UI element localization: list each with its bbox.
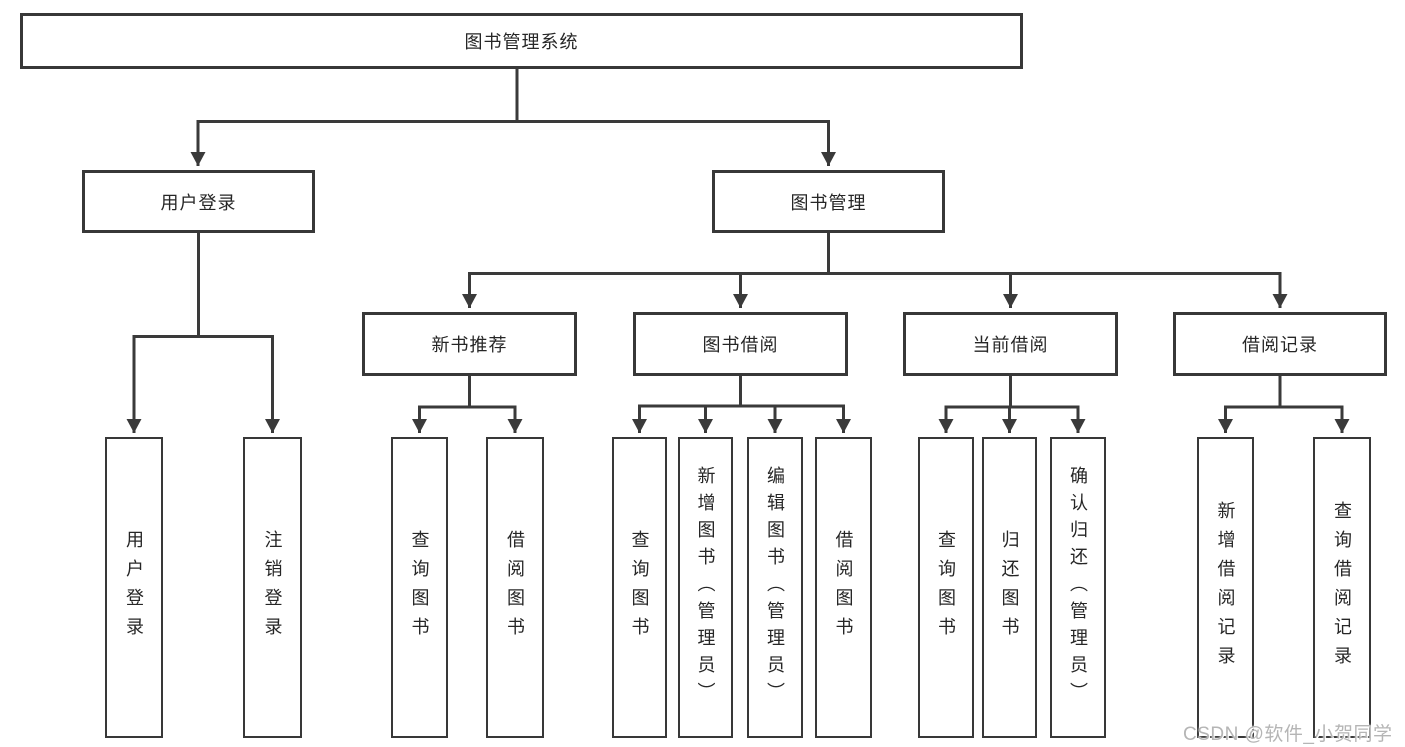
leaf-confirm-return-admin: 确认归还（管理员）: [1050, 437, 1106, 738]
node-borrowing-records: 借阅记录: [1173, 312, 1387, 376]
leaf-query-books-borrowing: 查询图书: [612, 437, 667, 738]
node-book-management: 图书管理: [712, 170, 945, 233]
leaf-user-login: 用户登录: [105, 437, 163, 738]
leaf-logout: 注销登录: [243, 437, 302, 738]
leaf-return-books: 归还图书: [982, 437, 1037, 738]
leaf-query-books-current: 查询图书: [918, 437, 974, 738]
leaf-add-borrow-record: 新增借阅记录: [1197, 437, 1254, 738]
node-new-book-recommend: 新书推荐: [362, 312, 577, 376]
node-library-system: 图书管理系统: [20, 13, 1023, 69]
leaf-query-borrow-record: 查询借阅记录: [1313, 437, 1371, 738]
leaf-add-books-admin: 新增图书（管理员）: [678, 437, 733, 738]
node-current-borrowing: 当前借阅: [903, 312, 1118, 376]
leaf-borrow-books-recommend: 借阅图书: [486, 437, 544, 738]
leaf-query-books-recommend: 查询图书: [391, 437, 448, 738]
node-book-borrowing: 图书借阅: [633, 312, 848, 376]
node-user-login: 用户登录: [82, 170, 315, 233]
watermark-text: CSDN @软件_小贺同学: [1183, 724, 1393, 745]
leaf-edit-books-admin: 编辑图书（管理员）: [747, 437, 803, 738]
leaf-borrow-books-borrowing: 借阅图书: [815, 437, 872, 738]
